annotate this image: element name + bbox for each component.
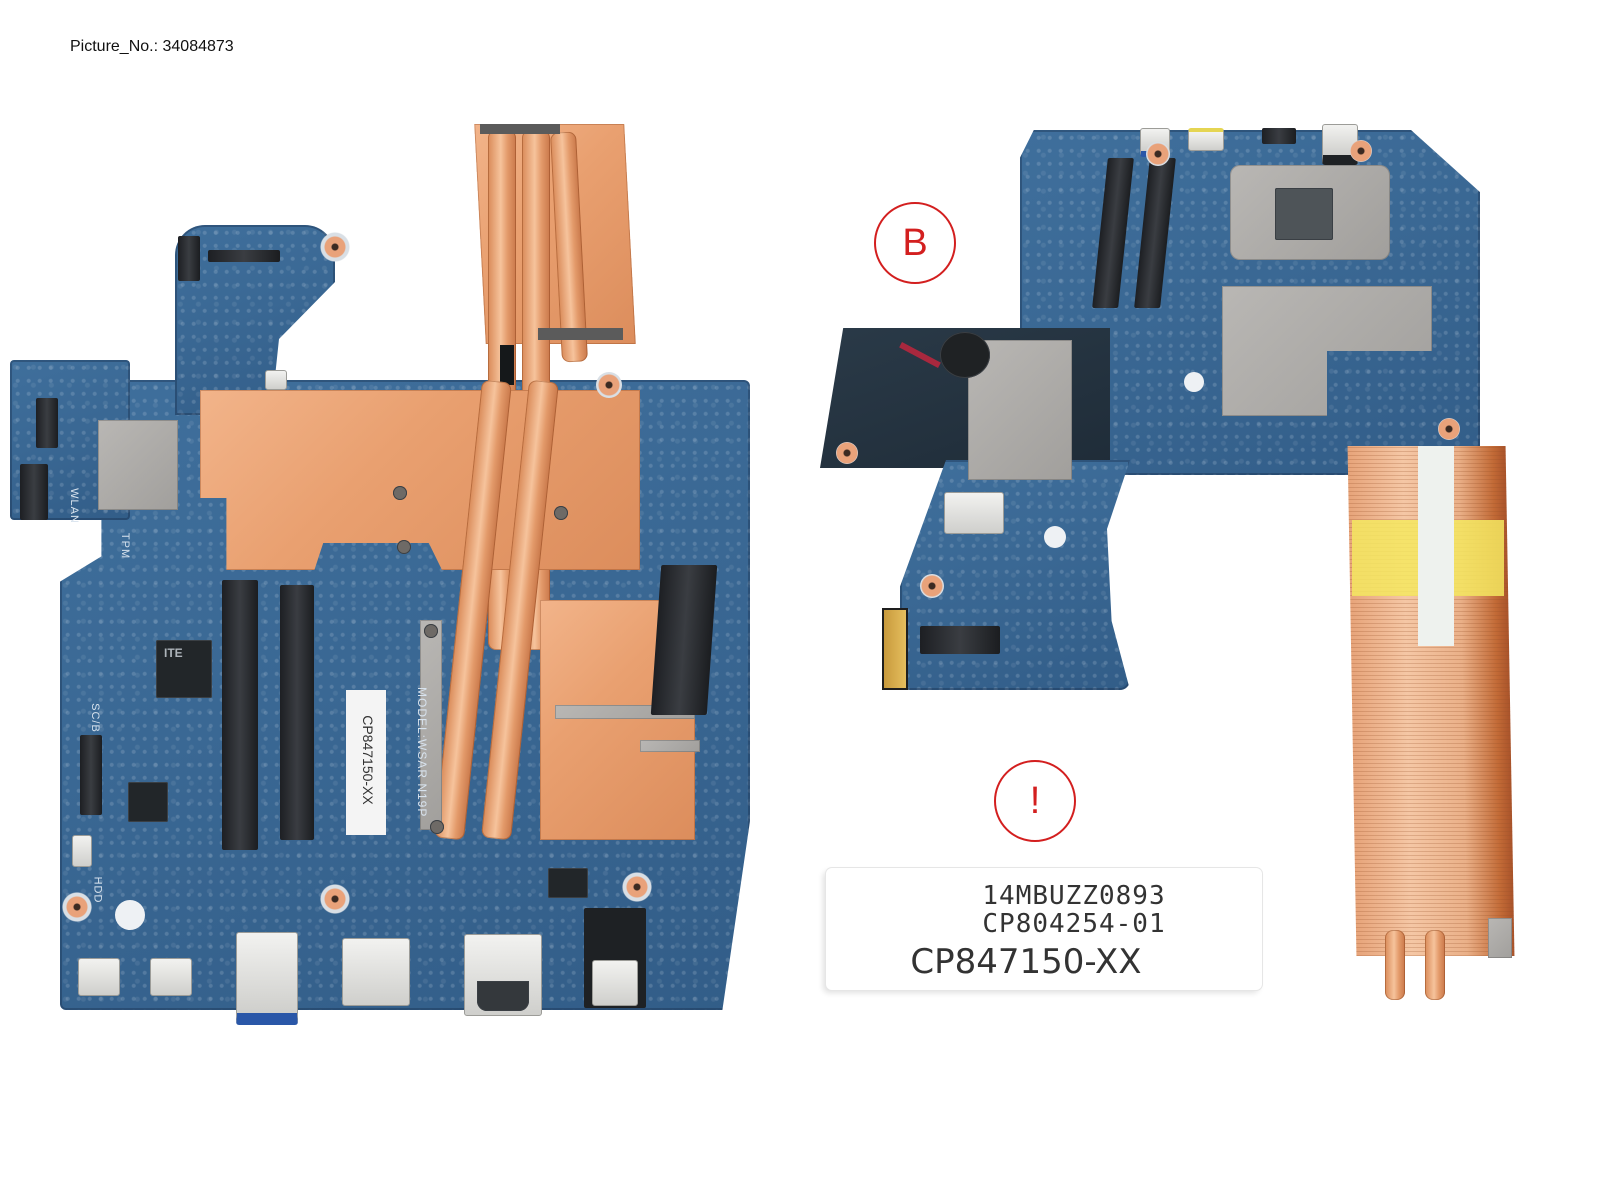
m2-slot-rear bbox=[920, 626, 1000, 654]
mount-hole bbox=[920, 574, 944, 598]
m2-ssd-slot bbox=[650, 565, 718, 715]
exclamation-icon: ! bbox=[1029, 779, 1041, 822]
mainboard-top-view: WLAN ITE TPM SC/B HDD CP847150-XX MODEL:… bbox=[0, 0, 800, 1050]
wlan-slot bbox=[20, 464, 48, 520]
ite-ec-chip: ITE bbox=[156, 640, 212, 698]
part-label-line1: 14MBUZZ0893 bbox=[982, 881, 1166, 911]
part-label-line3: CP847150-XX bbox=[910, 942, 1142, 982]
mainboard-bottom-view bbox=[800, 100, 1600, 1020]
caption-label: Picture_No.: bbox=[70, 38, 159, 55]
vga-port bbox=[464, 934, 542, 1016]
foam-pad bbox=[538, 328, 623, 340]
rtc-coin-battery bbox=[940, 332, 990, 378]
gasket bbox=[500, 345, 514, 385]
screw-icon bbox=[397, 540, 411, 554]
fpc-connector-sc-b bbox=[80, 735, 102, 815]
heatpipe-end bbox=[1425, 930, 1445, 1000]
mount-hole bbox=[620, 870, 654, 904]
connector-rear bbox=[1262, 128, 1296, 144]
mount-hole bbox=[1146, 142, 1170, 166]
mount-hole bbox=[320, 232, 350, 262]
sim-card-slot bbox=[944, 492, 1004, 534]
foam-pad bbox=[480, 124, 560, 134]
pad bbox=[1044, 526, 1066, 548]
hdmi-port bbox=[342, 938, 410, 1006]
cpu-socket bbox=[1275, 188, 1333, 240]
silk-model: MODEL:WSAR N19P bbox=[415, 687, 429, 818]
power-connector bbox=[882, 608, 908, 690]
usb-a-port bbox=[236, 932, 298, 1025]
mount-hole bbox=[318, 882, 352, 916]
part-label-line2: CP804254-01 bbox=[982, 909, 1166, 939]
pad bbox=[1184, 372, 1204, 392]
chip-label-ite: ITE bbox=[164, 646, 183, 660]
metal-shield bbox=[98, 420, 178, 510]
fpc-connector bbox=[208, 250, 280, 262]
screw-icon bbox=[424, 624, 438, 638]
view-b-marker: B bbox=[874, 202, 956, 284]
mount-hole bbox=[596, 372, 622, 398]
memory-slot-2 bbox=[280, 585, 314, 840]
mount-hole bbox=[836, 442, 858, 464]
rj45-lan-port bbox=[584, 908, 646, 1008]
mount-hole bbox=[1438, 418, 1460, 440]
rj45-jack bbox=[592, 960, 638, 1006]
part-number-label: 14MBUZZ0893 CP804254-01 CP847150-XX bbox=[826, 868, 1262, 990]
silk-hdd: HDD bbox=[91, 876, 104, 904]
heatpipe-end bbox=[1385, 930, 1405, 1000]
wlan-slot bbox=[36, 398, 58, 448]
heatsink-plate-cpu bbox=[200, 390, 640, 570]
marker-b-symbol: B bbox=[902, 221, 928, 264]
heatsink-clip bbox=[1488, 918, 1512, 958]
silk-scb: SC/B bbox=[88, 703, 101, 733]
chip-gh2451a bbox=[548, 868, 588, 898]
ribbon-cable bbox=[1418, 446, 1454, 646]
picture-number-caption: Picture_No.: 34084873 bbox=[70, 38, 234, 56]
mount-hole bbox=[1350, 140, 1372, 162]
pad bbox=[115, 900, 145, 930]
heatsink-bracket bbox=[420, 620, 442, 830]
note-exclamation-marker: ! bbox=[994, 760, 1076, 842]
caption-number: 34084873 bbox=[162, 38, 234, 55]
screw-icon bbox=[393, 486, 407, 500]
screw-icon bbox=[430, 820, 444, 834]
fpc-connector bbox=[178, 236, 200, 281]
heatsink-bracket bbox=[640, 740, 700, 752]
board-sticker-text: CP847150-XX bbox=[360, 715, 376, 805]
battery-connector bbox=[265, 370, 287, 390]
silk-wlan: WLAN bbox=[67, 488, 80, 524]
silk-tpm: TPM bbox=[119, 532, 132, 560]
vga-socket bbox=[477, 981, 529, 1011]
hdd-connector bbox=[72, 835, 92, 867]
usb-c-port-2 bbox=[150, 958, 192, 996]
screw-icon bbox=[554, 506, 568, 520]
mount-hole bbox=[60, 890, 94, 924]
chip bbox=[128, 782, 168, 822]
hdmi-port-rear bbox=[1188, 128, 1224, 151]
usb-c-port-1 bbox=[78, 958, 120, 996]
memory-slot-1 bbox=[222, 580, 258, 850]
board-sticker: CP847150-XX bbox=[346, 690, 386, 835]
